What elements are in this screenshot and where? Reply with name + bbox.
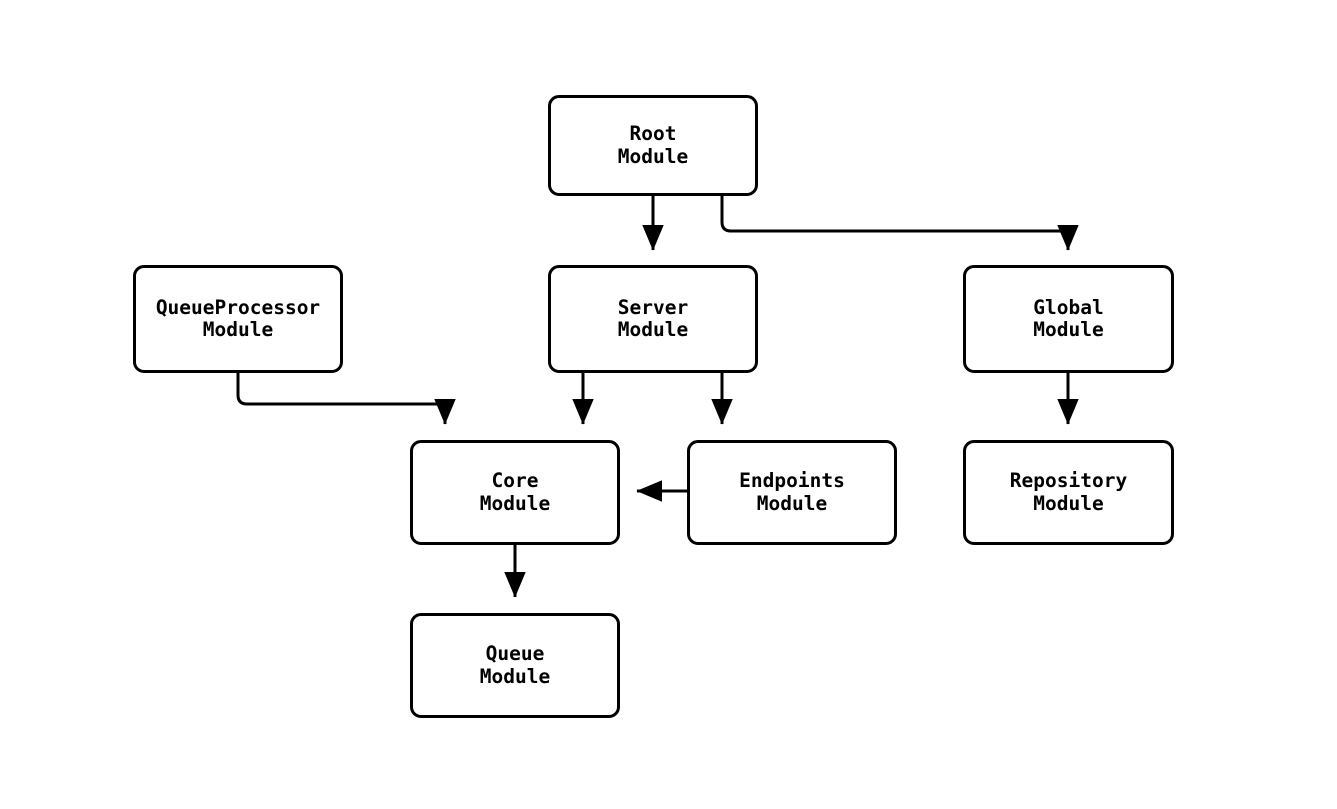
edge-queueprocessor-to-core (236, 373, 456, 425)
node-global[interactable]: Global Module (963, 265, 1174, 373)
node-server[interactable]: Server Module (548, 265, 758, 373)
node-queue[interactable]: Queue Module (410, 613, 620, 718)
node-core-label: Core Module (479, 469, 551, 515)
node-repository-label: Repository Module (1009, 469, 1128, 515)
node-queue-label: Queue Module (479, 642, 551, 688)
node-root[interactable]: Root Module (548, 95, 758, 196)
node-root-label: Root Module (617, 122, 689, 168)
node-queueprocessor[interactable]: QueueProcessor Module (133, 265, 343, 373)
node-global-label: Global Module (1033, 295, 1104, 341)
node-queueprocessor-label: QueueProcessor Module (155, 295, 321, 341)
node-endpoints-label: Endpoints Module (739, 469, 845, 515)
node-endpoints[interactable]: Endpoints Module (687, 440, 897, 545)
node-core[interactable]: Core Module (410, 440, 620, 545)
edge-root-to-global (720, 196, 1079, 251)
node-repository[interactable]: Repository Module (963, 440, 1174, 545)
node-server-label: Server Module (617, 295, 689, 341)
